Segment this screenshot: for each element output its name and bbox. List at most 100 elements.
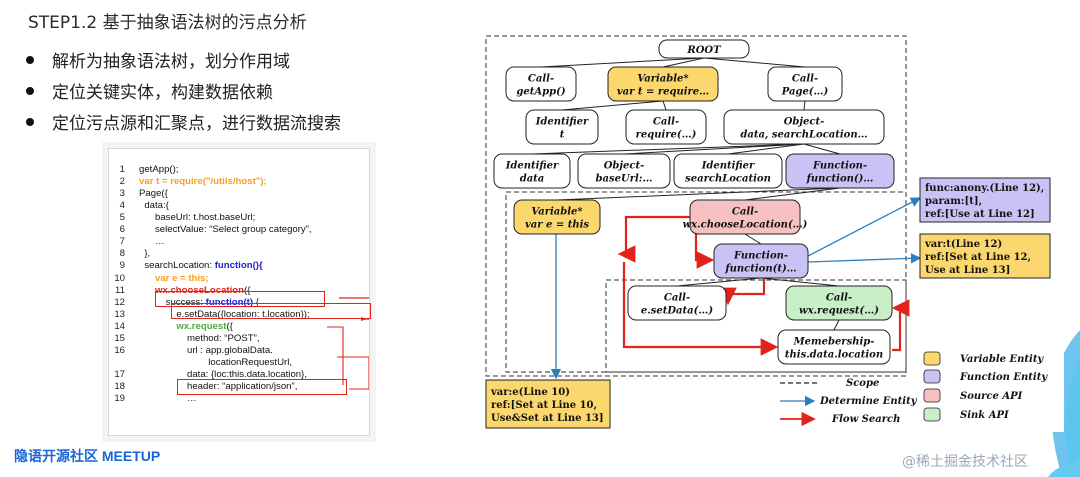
ast-node-label: Object- [784, 117, 825, 128]
code-token: data: {loc:this.data.location}, [139, 369, 307, 380]
code-token: var e = this; [139, 273, 209, 284]
tree-edge [703, 57, 806, 68]
code-token: … [139, 236, 165, 247]
ast-node-label: wx.chooseLocation(…) [683, 220, 808, 231]
line-number: 6 [119, 224, 125, 235]
code-text: … [139, 236, 165, 248]
ast-node-label: Use at Line 13] [925, 265, 1010, 276]
watermark: @稀土掘金技术社区 [902, 454, 1028, 470]
ast-node-require: Call-require(…) [625, 109, 707, 145]
ast-node-shape [673, 153, 783, 189]
code-highlight-box [171, 303, 371, 319]
line-number: 15 [114, 333, 125, 344]
ast-node-label: data, searchLocation… [740, 130, 867, 141]
line-number: 11 [115, 285, 125, 296]
bullet-list: 解析为抽象语法树，划分作用域 定位关键实体，构建数据依赖 定位污点源和汇聚点，进… [22, 44, 341, 137]
tree-edge [803, 143, 841, 155]
ast-node-shape [505, 66, 577, 102]
ast-node-label: Identifier [701, 161, 755, 172]
bullet-item: 定位关键实体，构建数据依赖 [22, 75, 341, 106]
ast-node-shape [785, 285, 893, 321]
ast-node-label: var:e(Line 10) [490, 387, 570, 398]
code-text: data: {loc:this.data.location}, [139, 369, 307, 381]
line-number: 19 [114, 393, 125, 404]
tree-edge [623, 143, 805, 155]
code-token: header: “application/json”, [139, 381, 298, 392]
ast-node-shape [689, 199, 801, 235]
ast-node-label: Call- [653, 117, 679, 128]
line-number: 16 [114, 345, 125, 356]
ast-node-shape [919, 233, 1051, 279]
flow-search-arrow [622, 262, 779, 356]
legend-swatch-function [923, 369, 941, 384]
ast-node-label: ROOT [686, 45, 722, 56]
legend-scope-label: Scope [846, 378, 879, 389]
flow-search-arrow [719, 279, 766, 306]
code-token: wx.request [139, 321, 227, 332]
ast-node-label: Memebership- [793, 337, 875, 348]
code-text: header: “application/json”, [139, 381, 297, 393]
code-token: … [139, 393, 197, 404]
line-number: 3 [119, 188, 125, 199]
ast-node-object_data: Object-data, searchLocation… [723, 109, 885, 145]
ast-node-label: Call- [732, 207, 758, 218]
code-token: method: “POST”, [139, 333, 260, 344]
ast-node-label: var e = this [525, 220, 589, 231]
ast-node-func_outer: Function-function()… [785, 153, 895, 189]
code-token: locationRequestUrl, [139, 357, 293, 368]
ast-node-shape [723, 109, 885, 145]
bullet-dot-icon [26, 117, 34, 126]
ast-node-label: func:anony.(Line 12), [925, 183, 1044, 194]
code-text: method: “POST”, [139, 333, 260, 345]
ast-node-label: ref:[Set at Line 12, [925, 252, 1031, 263]
ast-node-root: ROOT [658, 39, 750, 59]
bullet-item: 解析为抽象语法树，划分作用域 [22, 44, 341, 75]
slide-title: STEP1.2 基于抽象语法树的污点分析 [28, 13, 307, 33]
tree-edge [662, 100, 667, 111]
code-text: searchLocation: function(){ [139, 260, 263, 272]
code-token: var t = require("/utils/host"); [139, 176, 267, 187]
ast-node-label: Identifier [535, 117, 589, 128]
ast-node-label: baseUrl:… [596, 174, 653, 185]
ast-node-member: Memebership-this.data.location [777, 329, 891, 365]
ast-node-request: Call-wx.request(…) [785, 285, 893, 321]
bullet-text: 解析为抽象语法树，划分作用域 [52, 52, 290, 72]
code-text: selectValue: “Select group category”, [139, 224, 312, 236]
ast-node-shape [525, 109, 599, 145]
tree-edge [531, 143, 805, 155]
code-text: var t = require("/utils/host"); [139, 176, 267, 188]
code-token: function(){ [214, 260, 263, 271]
ast-node-label: Page(…) [781, 87, 829, 98]
determine-entity-arrow [807, 253, 922, 264]
line-number: 8 [119, 248, 125, 259]
tree-edge [803, 100, 806, 111]
code-token: selectValue: “Select group category”, [139, 224, 312, 235]
ast-node-label: e.setData(…) [641, 306, 713, 317]
code-text: getApp(); [139, 164, 178, 176]
ast-node-label: require(…) [636, 130, 697, 141]
line-number: 17 [114, 369, 125, 380]
ast-node-label: Use&Set at Line 13] [491, 413, 604, 424]
legend-sink-label: Sink API [960, 410, 1009, 421]
line-number: 5 [119, 212, 125, 223]
ast-node-obj_baseurl: Object-baseUrl:… [577, 153, 671, 189]
legend-function-label: Function Entity [959, 372, 1048, 383]
ast-node-label: data [520, 174, 545, 185]
determine-entity-arrow [807, 197, 922, 257]
line-number: 10 [114, 273, 125, 284]
code-text: baseUrl: t.host.baseUrl; [139, 212, 255, 224]
ast-node-label: ref:[Use at Line 12] [925, 209, 1035, 220]
bullet-item: 定位污点源和汇聚点，进行数据流搜索 [22, 106, 341, 137]
line-number: 4 [119, 200, 125, 211]
tree-edge [744, 187, 841, 201]
code-text: … [139, 393, 197, 405]
ast-node-shape [767, 66, 843, 102]
ast-node-label: Function- [812, 161, 867, 172]
code-text: var e = this; [139, 273, 209, 285]
legend-source-label: Source API [960, 391, 1023, 402]
ast-node-label: Variable* [637, 74, 689, 85]
code-token: { [253, 297, 259, 308]
legend-variable-label: Variable Entity [960, 354, 1044, 365]
line-number: 13 [114, 309, 125, 320]
ast-node-label: Call- [826, 293, 852, 304]
